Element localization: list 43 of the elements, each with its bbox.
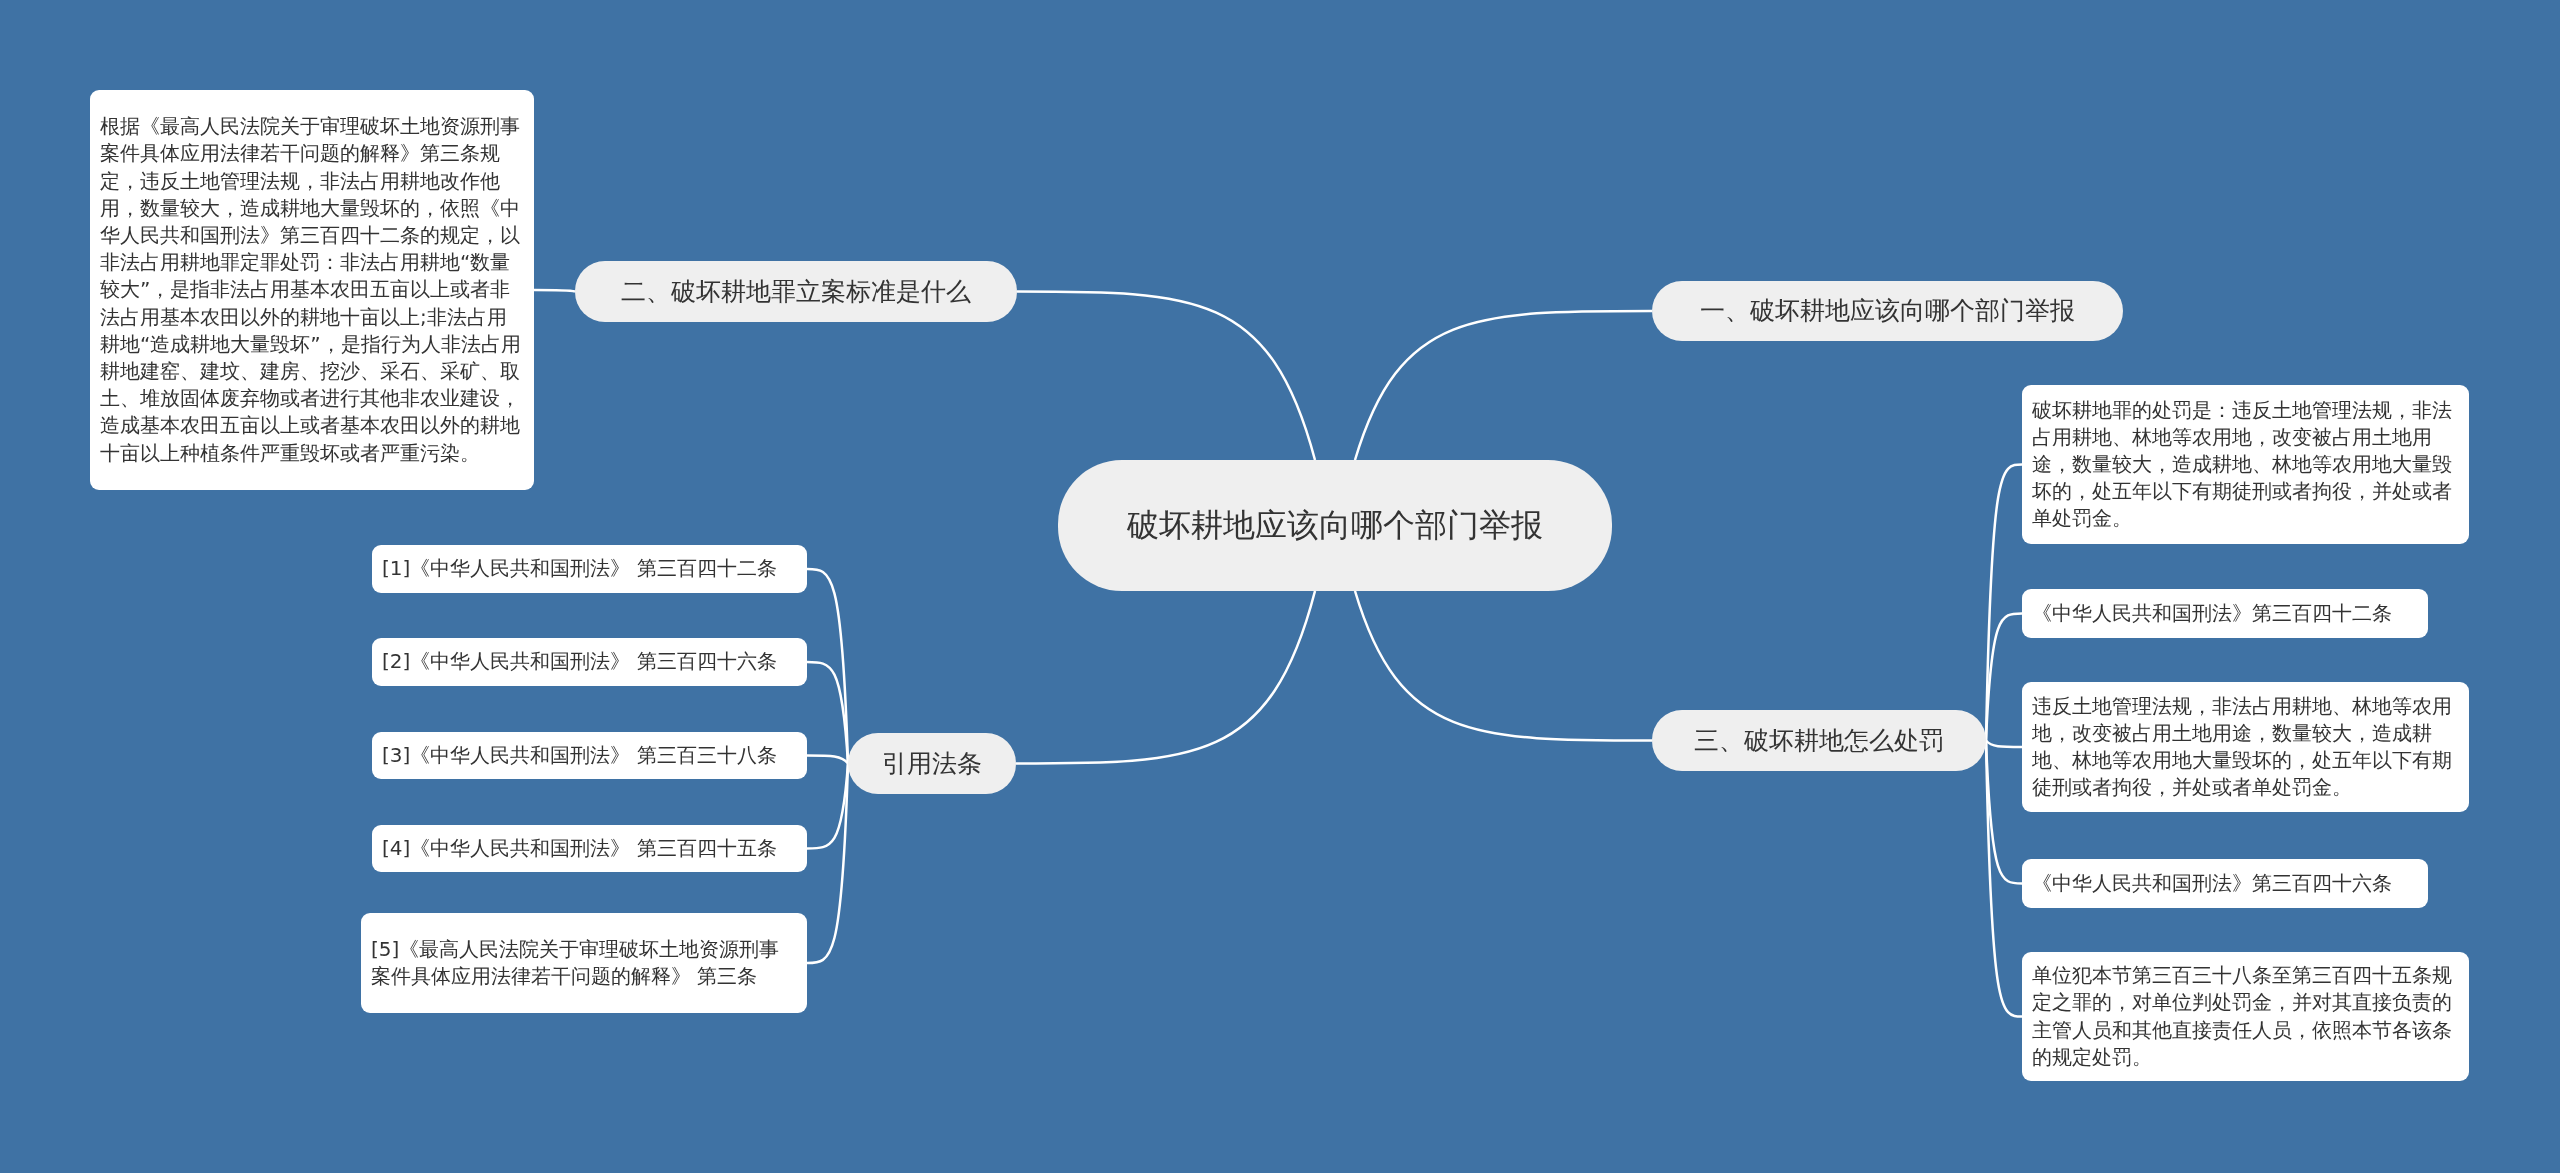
topic-text: [5]《最高人民法院关于审理破坏土地资源刑事案件具体应用法律若干问题的解释》 第三条	[371, 935, 781, 990]
note-card	[2022, 859, 2428, 908]
connector-line	[807, 660, 850, 764]
topic-text: [2]《中华人民共和国刑法》 第三百四十六条	[382, 648, 778, 676]
connector-line	[1016, 590, 1317, 765]
connector-line	[534, 288, 576, 293]
topic-pill	[1652, 281, 2123, 341]
topic-text: 破坏耕地罪的处罚是：违反土地管理法规，非法占用耕地、林地等农用地，改变被占用土地用途，数量较大，造成耕地、林地等农用地大量毁坏的，处五年以下有期徒刑或者拘役，并处或者单处罚金。	[2032, 396, 2453, 533]
topic-text: 根据《最高人民法院关于审理破坏土地资源刑事案件具体应用法律若干问题的解释》第三条规定，违反土地管理法规，非法占用耕地改作他用，数量较大，造成耕地大量毁坏的，依照《中华人民共和国刑法》第三百四十二条的规定，以非法占用耕地罪定罪处罚：非法占用耕地“数量较大”，是指非法占用基本农田五亩以上或者非法占用基本农田以外的耕地十亩以上;非法占用耕地“造成耕地大量毁坏”，是指行为人非法占用耕地建窑、建坟、建房、挖沙、采石、采矿、取土、堆放固体废弃物或者进行其他非农业建设，造成基本农田五亩以上或者基本农田以外的耕地十亩以上种植条件严重毁坏或者严重污染。	[100, 113, 522, 467]
topic-text: [1]《中华人民共和国刑法》 第三百四十二条	[382, 555, 778, 583]
topic-pill	[575, 261, 1017, 322]
topic-text: 违反土地管理法规，非法占用耕地、林地等农用地，改变被占用土地用途，数量较大，造成耕地、林地等农用地大量毁坏的，处五年以下有期徒刑或者拘役，并处或者单处罚金。	[2032, 692, 2453, 802]
topic-text: 引用法条	[882, 747, 982, 780]
connector-line	[1017, 290, 1317, 461]
topic-text: 三、破坏耕地怎么处罚	[1694, 724, 1944, 757]
topic-text: [3]《中华人民共和国刑法》 第三百三十八条	[382, 741, 778, 769]
topic-text: 单位犯本节第三百三十八条至第三百四十五条规定之罪的，对单位判处罚金，并对其直接负责的主管人员和其他直接责任人员，依照本节各该条的规定处罚。	[2032, 962, 2453, 1071]
topic-text: 破坏耕地应该向哪个部门举报	[1127, 504, 1543, 546]
connector-line	[1353, 309, 1652, 461]
note-card	[361, 913, 807, 1013]
note-card	[372, 825, 807, 872]
connector-line	[806, 763, 850, 965]
note-card	[372, 732, 807, 779]
note-card	[90, 90, 534, 490]
note-card	[2022, 952, 2469, 1081]
note-card	[372, 545, 807, 593]
note-card	[2022, 682, 2469, 812]
note-card	[2022, 385, 2469, 544]
topic-text: [4]《中华人民共和国刑法》 第三百四十五条	[382, 834, 778, 862]
connector-line	[1984, 612, 2022, 741]
connector-line	[807, 763, 850, 850]
topic-text: 《中华人民共和国刑法》第三百四十二条	[2032, 599, 2393, 627]
note-card	[2022, 589, 2428, 638]
connector-line	[1985, 739, 2022, 749]
note-card	[372, 638, 807, 686]
topic-text: 一、破坏耕地应该向哪个部门举报	[1700, 295, 2075, 327]
connector-line	[1353, 590, 1652, 742]
topic-pill	[1652, 710, 1986, 771]
topic-pill	[848, 733, 1016, 794]
connector-line	[807, 754, 849, 765]
topic-text: 二、破坏耕地罪立案标准是什么	[621, 275, 971, 308]
connector-line	[1984, 740, 2023, 1018]
topic-text: 《中华人民共和国刑法》第三百四十六条	[2032, 869, 2393, 897]
